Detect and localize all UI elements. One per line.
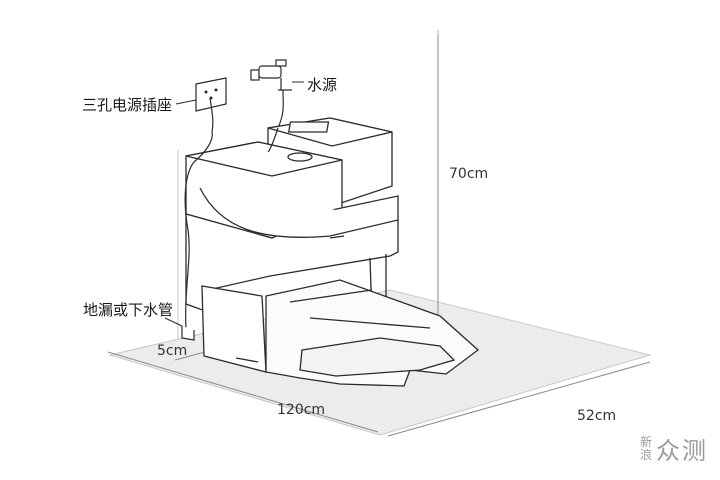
power-outlet-label: 三孔电源插座 bbox=[82, 96, 173, 114]
power-outlet-icon bbox=[195, 77, 227, 133]
depth-dimension-label: 52cm bbox=[577, 408, 617, 424]
water-source-label: 水源 bbox=[307, 76, 338, 94]
depth-dimension-line bbox=[387, 361, 651, 437]
height-dimension-label: 70cm bbox=[449, 166, 489, 182]
width-dimension-label: 120cm bbox=[277, 402, 326, 418]
watermark: 新 浪 众测 bbox=[640, 431, 708, 466]
watermark-small: 新 浪 bbox=[639, 434, 652, 462]
watermark-small-top: 新 bbox=[639, 434, 652, 449]
gap-dimension-line bbox=[174, 351, 206, 361]
drain-pipe bbox=[181, 326, 195, 341]
base-station bbox=[185, 117, 480, 387]
watermark-small-bottom: 浪 bbox=[639, 447, 652, 462]
power-cable bbox=[184, 131, 213, 331]
outlet-leader-line bbox=[175, 99, 197, 105]
water-hose bbox=[267, 127, 279, 153]
width-dimension-line bbox=[107, 351, 379, 433]
floor-drain-label: 地漏或下水管 bbox=[83, 301, 174, 319]
water-tap-icon bbox=[250, 59, 292, 129]
drain-leader-line bbox=[164, 317, 183, 327]
side-gap-dimension-label: 5cm bbox=[157, 343, 188, 359]
watermark-big: 众测 bbox=[656, 437, 708, 465]
